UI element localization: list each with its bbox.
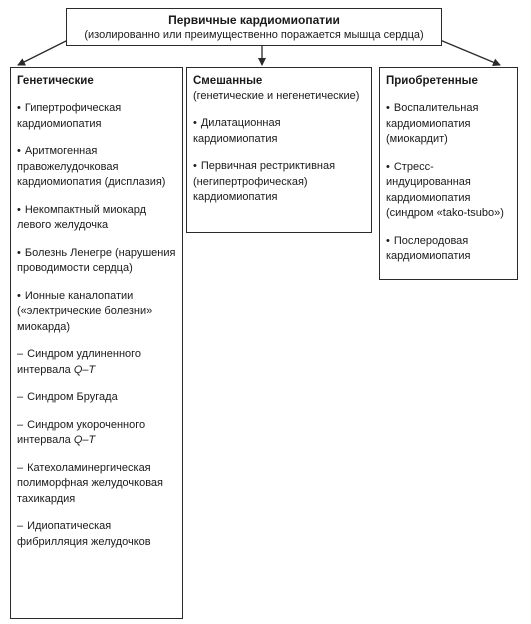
list-item: •Стресс-индуцированная кардиомиопатия (с… <box>386 160 511 222</box>
interval-label: Q–T <box>73 363 96 376</box>
list-item: •Послеродовая кардиомиопатия <box>386 234 511 265</box>
genetic-box: Генетические •Гипертрофическая кардиомио… <box>10 67 183 619</box>
genetic-title: Генетические <box>17 75 94 87</box>
list-item: •Воспалительная кардиомиопатия (миокарди… <box>386 101 511 148</box>
list-item: –Синдром удлиненного интервала Q–T <box>17 347 176 378</box>
list-item: –Катехоламинергическая полиморфная желуд… <box>17 461 176 508</box>
item-text: Гипертрофическая кардиомиопатия <box>17 102 122 130</box>
mixed-list: •Дилатационная кардиомиопатия •Первичная… <box>193 116 365 206</box>
mixed-subtitle: (генетические и негенетические) <box>193 90 360 102</box>
item-text: Болезнь Ленегре (нарушения проводимости … <box>17 246 176 275</box>
bullet-marker: • <box>193 117 197 129</box>
root-subtitle: (изолированно или преимущественно поража… <box>84 29 424 41</box>
bullet-marker: • <box>17 203 21 216</box>
item-text: Послеродовая кардиомиопатия <box>386 234 471 263</box>
item-text: Идиопатическая фибрилляция желудочков <box>17 520 151 548</box>
bullet-marker: • <box>17 289 21 302</box>
list-item: •Первичная рестриктивная (негипертрофиче… <box>193 159 365 206</box>
mixed-box: Смешанные (генетические и негенетические… <box>186 67 372 233</box>
bullet-marker: • <box>386 234 390 247</box>
item-text: Ионные каналопатии («электрические болез… <box>17 289 153 333</box>
bullet-marker: • <box>386 102 390 114</box>
item-text: Синдром укороченного интервала <box>17 418 146 447</box>
interval-label: Q–T <box>73 434 96 446</box>
root-title: Первичные кардиомиопатии <box>168 13 340 27</box>
item-text: Некомпактный миокард левого желудочка <box>17 203 147 232</box>
root-box: Первичные кардиомиопатии (изолированно и… <box>66 8 442 46</box>
item-text: Стресс-индуцированная кардиомиопатия (си… <box>386 160 504 220</box>
acquired-box: Приобретенные •Воспалительная кардиомиоп… <box>379 67 518 280</box>
dash-marker: – <box>17 520 24 532</box>
item-text: Аритмогенная правожелудочковая кардиомио… <box>17 145 166 188</box>
list-item: –Идиопатическая фибрилляция желудочков <box>17 519 176 550</box>
bullet-marker: • <box>17 145 21 157</box>
bullet-marker: • <box>17 246 21 259</box>
list-item: –Синдром Бругада <box>17 390 176 406</box>
bullet-marker: • <box>193 160 197 172</box>
arrow-to-acquired <box>439 39 501 66</box>
acquired-list: •Воспалительная кардиомиопатия (миокарди… <box>386 101 511 265</box>
list-item: •Аритмогенная правожелудочковая кардиоми… <box>17 144 176 191</box>
bullet-marker: • <box>386 160 390 173</box>
bullet-marker: • <box>17 102 21 114</box>
item-text: Синдром удлиненного интервала <box>17 348 142 376</box>
genetic-list: •Гипертрофическая кардиомиопатия •Аритмо… <box>17 101 176 550</box>
item-text: Первичная рестриктивная (негипертрофичес… <box>193 160 336 203</box>
list-item: •Дилатационная кардиомиопатия <box>193 116 365 147</box>
dash-marker: – <box>17 348 24 360</box>
dash-marker: – <box>17 391 24 403</box>
item-text: Катехоламинергическая полиморфная желудо… <box>17 461 163 505</box>
list-item: •Некомпактный миокард левого желудочка <box>17 203 176 234</box>
dash-marker: – <box>17 418 24 431</box>
arrow-to-genetic <box>17 39 69 66</box>
item-text: Дилатационная кардиомиопатия <box>193 117 281 145</box>
list-item: •Болезнь Ленегре (нарушения проводимости… <box>17 246 176 277</box>
list-item: –Синдром укороченного интервала Q–T <box>17 418 176 449</box>
acquired-title: Приобретенные <box>386 75 478 87</box>
list-item: •Гипертрофическая кардиомиопатия <box>17 101 176 132</box>
list-item: •Ионные каналопатии («электрические боле… <box>17 289 176 336</box>
mixed-title: Смешанные <box>193 75 263 87</box>
dash-marker: – <box>17 461 24 474</box>
item-text: Синдром Бругада <box>27 391 118 403</box>
item-text: Воспалительная кардиомиопатия (миокардит… <box>386 102 479 145</box>
